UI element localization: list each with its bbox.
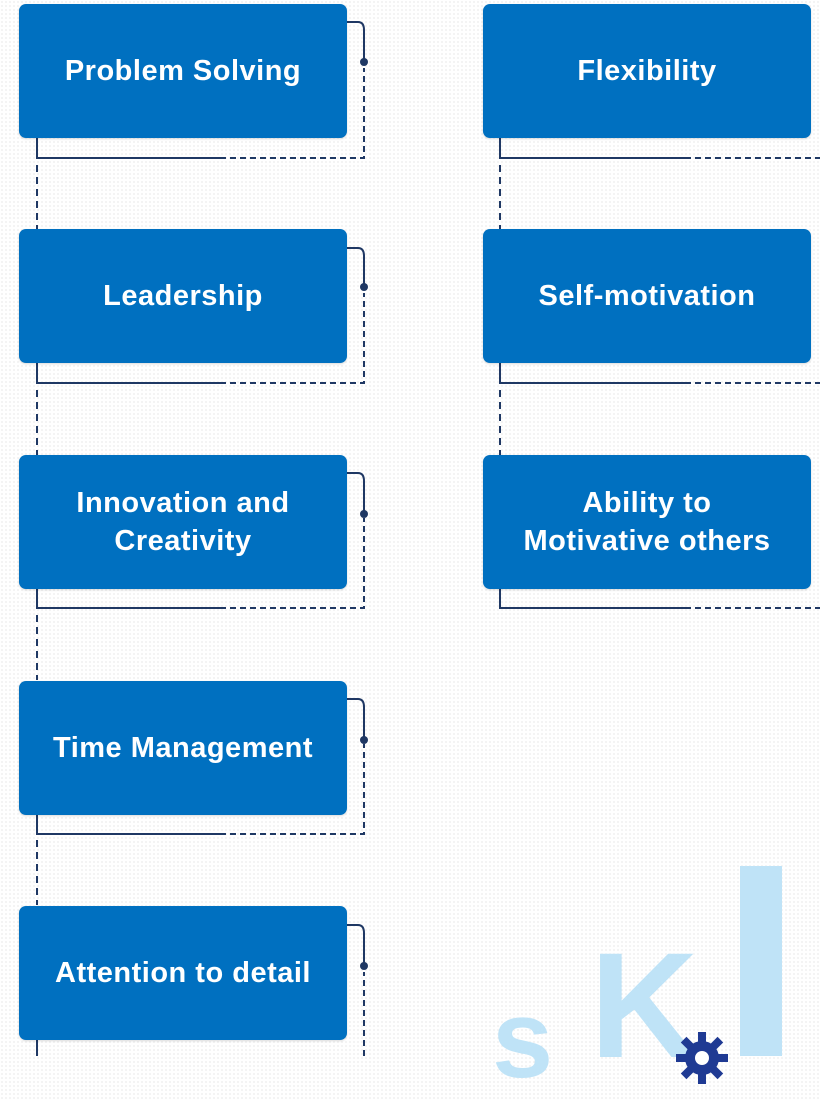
skill-card-problem-solving: Problem Solving [19, 4, 347, 138]
bracket-right-1 [499, 138, 820, 159]
skill-card-time-management: Time Management [19, 681, 347, 815]
skill-card-attention-to-detail: Attention to detail [19, 906, 347, 1040]
bracket-left-1 [36, 21, 368, 159]
logo-letter-i [740, 866, 782, 1056]
connector-lines [36, 21, 820, 1056]
skill-card-innovation-creativity: Innovation and Creativity [19, 455, 347, 589]
bracket-left-3 [36, 472, 368, 609]
skill-label: Leadership [103, 280, 263, 312]
bracket-left-5 [36, 924, 368, 1056]
bracket-right-3 [499, 588, 820, 609]
skill-label: Time Management [53, 732, 313, 764]
bracket-right-2 [499, 363, 820, 384]
skill-label: Attention to detail [55, 957, 311, 989]
bracket-left-4 [36, 698, 368, 835]
skill-card-flexibility: Flexibility [483, 4, 811, 138]
bracket-left-2 [36, 247, 368, 384]
skill-label: Flexibility [577, 55, 717, 87]
skill-label: Problem Solving [64, 55, 302, 87]
skill-card-self-motivation: Self-motivation [483, 229, 811, 363]
logo-letter-s: s [492, 978, 554, 1101]
skill-label: Innovation and Creativity [76, 487, 290, 557]
skill-label: Self-motivation [538, 280, 756, 312]
gear-icon [676, 1032, 728, 1084]
skill-label: Ability to Motivative others [523, 487, 771, 557]
skill-card-leadership: Leadership [19, 229, 347, 363]
skill-card-ability-to-motivate: Ability to Motivative others [483, 455, 811, 589]
